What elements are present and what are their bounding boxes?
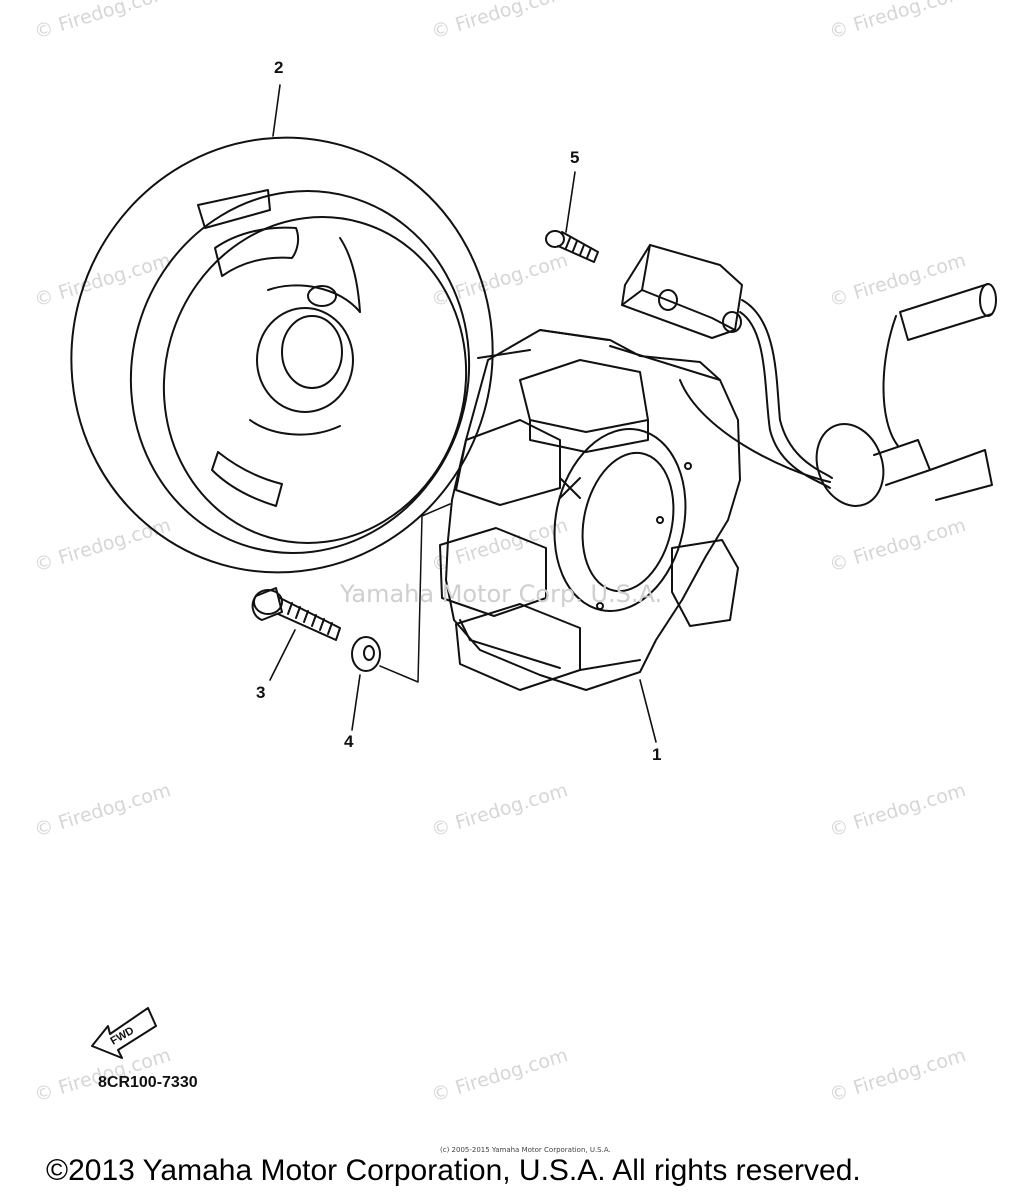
small-screw <box>545 230 599 263</box>
flywheel-rotor <box>70 136 494 574</box>
callout-2: 2 <box>274 58 284 77</box>
small-copyright: (c) 2005-2015 Yamaha Motor Corporation, … <box>440 1146 611 1154</box>
stator-assembly <box>439 329 741 691</box>
center-watermark: Yamaha Motor Corp. U.S.A. <box>340 580 663 608</box>
washer <box>351 636 381 672</box>
callout-4: 4 <box>344 732 354 751</box>
fwd-arrow-icon: FWD <box>91 1007 157 1059</box>
callout-1: 1 <box>652 745 662 764</box>
wire-harness <box>621 244 997 507</box>
reference-line <box>379 503 451 683</box>
diagram-code: 8CR100-7330 <box>98 1074 198 1091</box>
callout-5: 5 <box>570 148 580 167</box>
bolt <box>251 587 341 641</box>
footer-copyright: ©2013 Yamaha Motor Corporation, U.S.A. A… <box>46 1154 861 1187</box>
callout-3: 3 <box>256 683 266 702</box>
